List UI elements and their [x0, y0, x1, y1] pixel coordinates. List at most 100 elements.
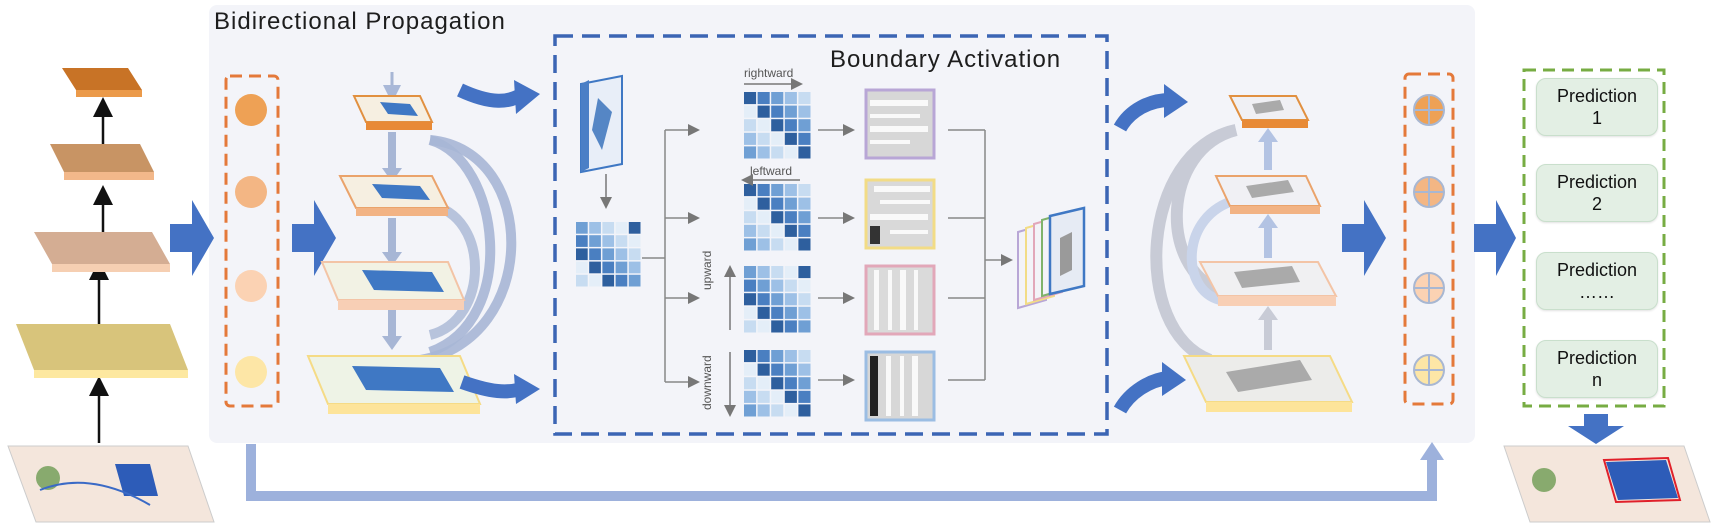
grid-cell: [744, 92, 757, 105]
grid-cell: [771, 279, 784, 292]
grid-cell: [757, 320, 770, 333]
flow-arrow: [170, 200, 214, 276]
grid-cell: [784, 211, 797, 224]
grid-cell: [628, 248, 641, 261]
rightward-label: rightward: [744, 66, 794, 80]
grid-cell: [798, 293, 811, 306]
grid-cell: [757, 224, 770, 237]
grid-cell: [757, 306, 770, 319]
grid-cell: [771, 211, 784, 224]
grid-cell: [589, 248, 601, 261]
flow-arrow: [1568, 414, 1624, 444]
grid-cell: [771, 350, 784, 363]
grid-cell: [771, 184, 784, 197]
grid-cell: [744, 105, 757, 118]
stacked-output-maps: [1017, 206, 1086, 310]
prediction-title: Prediction: [1556, 348, 1638, 368]
prediction-title: Prediction: [1556, 260, 1638, 280]
grid-cell: [771, 92, 784, 105]
direction-grids: [744, 92, 811, 417]
grid-cell: [602, 235, 615, 247]
grid-cell: [744, 184, 757, 197]
grid-cell: [744, 279, 757, 292]
grid-cell: [757, 119, 770, 132]
grid-cell: [771, 266, 784, 279]
grid-cell: [744, 404, 757, 417]
skip-connection: [246, 444, 1437, 501]
grid-cell: [628, 235, 641, 247]
grid-cell: [757, 293, 770, 306]
grid-cell: [798, 119, 811, 132]
grid-cell: [784, 197, 797, 210]
backbone-pyramid: [7, 68, 215, 523]
grid-cell: [798, 320, 811, 333]
grid-to-map-arrows: [818, 124, 855, 386]
grid-cell: [798, 197, 811, 210]
grid-cell: [757, 132, 770, 145]
grid-cell: [771, 306, 784, 319]
grid-cell: [784, 390, 797, 403]
grid-cell: [784, 293, 797, 306]
feature-dot: [235, 356, 267, 388]
grid-cell: [784, 377, 797, 390]
grid-cell: [628, 261, 641, 274]
grid-cell: [744, 197, 757, 210]
prediction-item: Prediction n: [1536, 340, 1658, 398]
grid-cell: [798, 404, 811, 417]
grid-cell: [784, 279, 797, 292]
grid-cell: [757, 363, 770, 376]
grid-cell: [784, 146, 797, 159]
grid-cell: [771, 105, 784, 118]
grid-cell: [771, 224, 784, 237]
grid-cell: [757, 279, 770, 292]
grid-cell: [771, 377, 784, 390]
grid-cell: [589, 235, 601, 247]
activation-maps: [864, 88, 936, 422]
prediction-index: 2: [1591, 194, 1602, 214]
downward-label: downward: [700, 355, 714, 410]
grid-cell: [744, 320, 757, 333]
grid-cell: [798, 92, 811, 105]
grid-cell: [576, 261, 588, 274]
grid-cell: [615, 274, 628, 287]
grid-cell: [784, 224, 797, 237]
grid-cell: [744, 377, 757, 390]
grid-cell: [771, 197, 784, 210]
prediction-item: Prediction ……: [1536, 252, 1658, 310]
grid-cell: [589, 274, 601, 287]
grid-cell: [602, 222, 615, 234]
grid-cell: [798, 390, 811, 403]
grid-cell: [771, 363, 784, 376]
grid-cell: [757, 390, 770, 403]
feature-stack-left: [306, 72, 517, 414]
grid-cell: [757, 146, 770, 159]
grid-cell: [744, 119, 757, 132]
grid-cell: [744, 224, 757, 237]
grid-cell: [757, 350, 770, 363]
grid-cell: [784, 132, 797, 145]
prediction-item: Prediction 1: [1536, 78, 1658, 136]
grid-cell: [798, 350, 811, 363]
grid-cell: [615, 222, 628, 234]
feature-dot: [235, 94, 267, 126]
grid-cell: [589, 222, 601, 234]
grid-cell: [784, 105, 797, 118]
fusion-plus-icons: [1413, 94, 1445, 386]
grid-cell: [798, 363, 811, 376]
grid-cell: [628, 222, 641, 234]
grid-cell: [784, 266, 797, 279]
grid-cell: [757, 197, 770, 210]
grid-cell: [798, 377, 811, 390]
grid-cell: [771, 132, 784, 145]
grid-cell: [798, 211, 811, 224]
boundary-activation-title: Boundary Activation: [830, 46, 1062, 73]
grid-cell: [771, 238, 784, 251]
grid-cell: [798, 184, 811, 197]
grid-cell: [771, 146, 784, 159]
prediction-index: n: [1591, 370, 1602, 390]
grid-cell: [784, 119, 797, 132]
grid-cell: [602, 274, 615, 287]
grid-cell: [628, 274, 641, 287]
prediction-title: Prediction: [1556, 86, 1638, 106]
